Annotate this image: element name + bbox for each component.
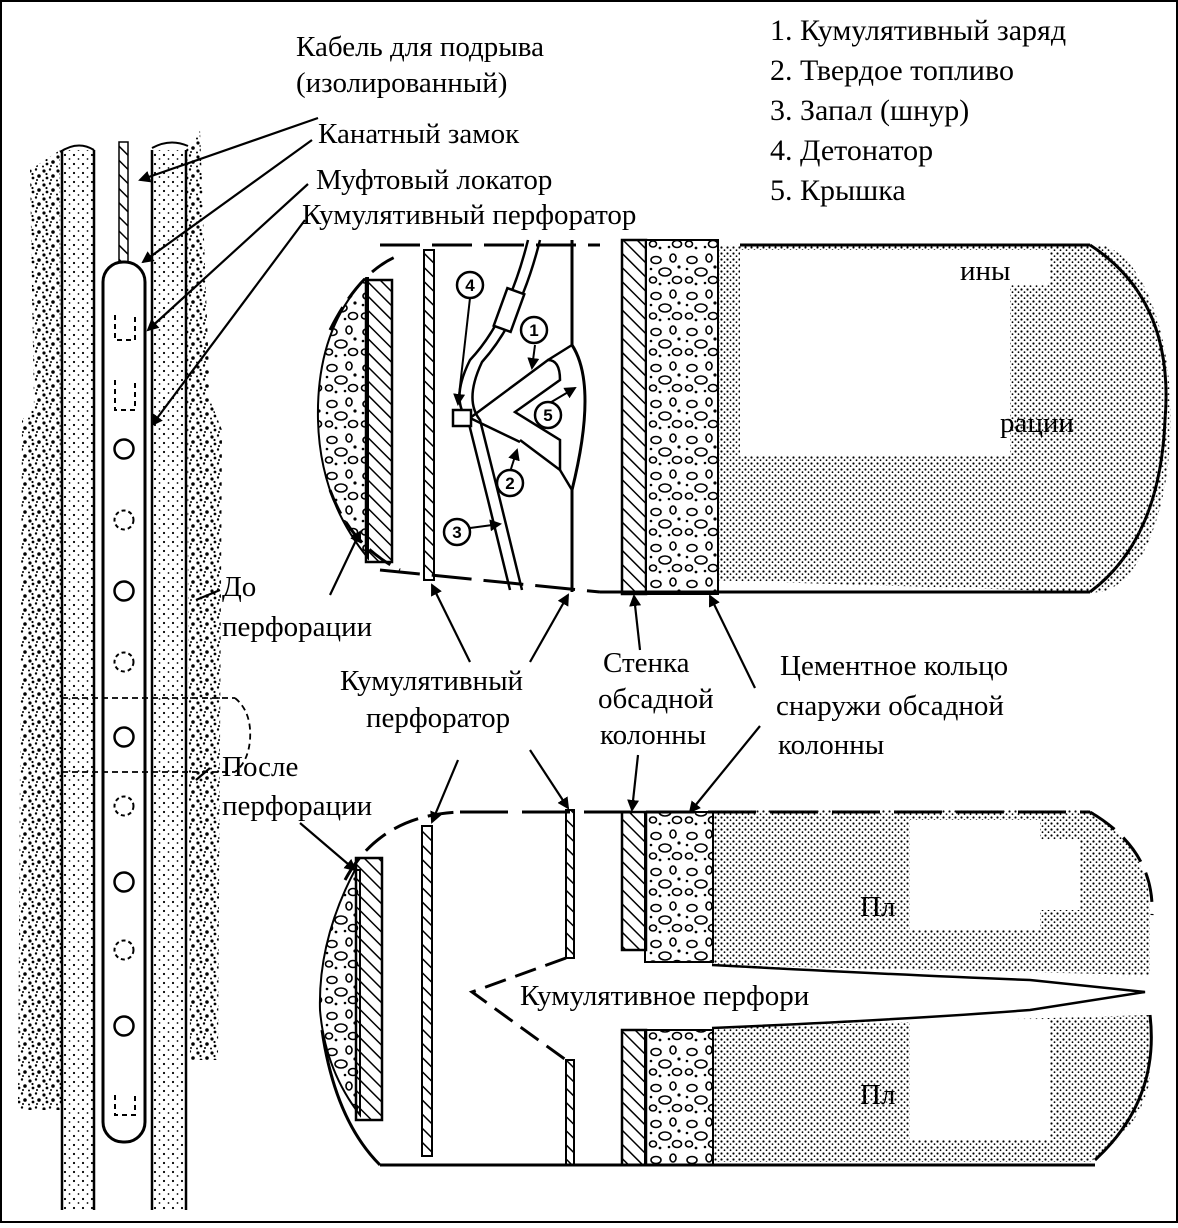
label-perforator-mid-2: перфоратор (366, 702, 510, 734)
channel-label: Кумулятивное перфори (520, 980, 809, 1012)
label-cable-1: Кабель для подрыва (296, 31, 544, 63)
callout-1: 1 (529, 321, 538, 340)
label-before-2: перфорации (222, 611, 372, 643)
callout-3: 3 (452, 523, 461, 542)
callout-4: 4 (465, 276, 475, 295)
labels: Кабель для подрыва (изолированный) Канат… (222, 31, 1008, 822)
legend-item-1: 1. Кумулятивный заряд (770, 14, 1066, 47)
detonation-cable (118, 141, 129, 268)
earth-right (186, 130, 222, 1060)
perforation-channel (711, 963, 1146, 1030)
formation-bottom-label-2: Пл (860, 1079, 895, 1111)
label-after-2: перфорации (222, 790, 372, 822)
legend: 1. Кумулятивный заряд 2. Твердое топливо… (770, 14, 1066, 207)
well-column (18, 130, 252, 1210)
label-before-1: До (222, 571, 256, 603)
callout-5: 5 (543, 406, 552, 425)
label-cement-3: колонны (778, 729, 884, 761)
label-after-1: После (222, 751, 298, 783)
detail-after-perforation: Кумулятивное перфори Пл Пл (318, 809, 1154, 1167)
cement-annulus-right (152, 150, 186, 1210)
cement-left-top (316, 277, 369, 561)
legend-item-4: 4. Детонатор (770, 134, 933, 167)
callout-2: 2 (505, 474, 514, 493)
label-casing-wall-1: Стенка (603, 647, 690, 679)
perforator-tool (101, 260, 147, 1144)
formation-bottom-label-1: Пл (860, 891, 895, 923)
perforation-top-label: рации (1000, 407, 1074, 439)
label-collar-locator: Муфтовый локатор (316, 164, 552, 196)
label-perforator-top: Кумулятивный перфоратор (302, 199, 636, 231)
label-casing-wall-3: колонны (600, 719, 706, 751)
legend-item-2: 2. Твердое топливо (770, 54, 1014, 87)
cement-annulus-left (62, 150, 94, 1210)
formation-top-label: ины (960, 255, 1011, 287)
label-cable-2: (изолированный) (296, 67, 507, 99)
label-rope-lock: Канатный замок (318, 118, 520, 150)
legend-item-3: 3. Запал (шнур) (770, 94, 969, 127)
legend-item-5: 5. Крышка (770, 174, 906, 207)
label-casing-wall-2: обсадной (598, 683, 714, 715)
detail-before-perforation: 4 1 2 3 5 ины рации (316, 238, 1171, 596)
label-cement-1: Цементное кольцо (780, 650, 1008, 682)
label-perforator-mid-1: Кумулятивный (340, 665, 523, 697)
label-cement-2: снаружи обсадной (776, 690, 1004, 722)
earth-left (18, 150, 62, 1110)
leader-arrows (138, 116, 761, 872)
